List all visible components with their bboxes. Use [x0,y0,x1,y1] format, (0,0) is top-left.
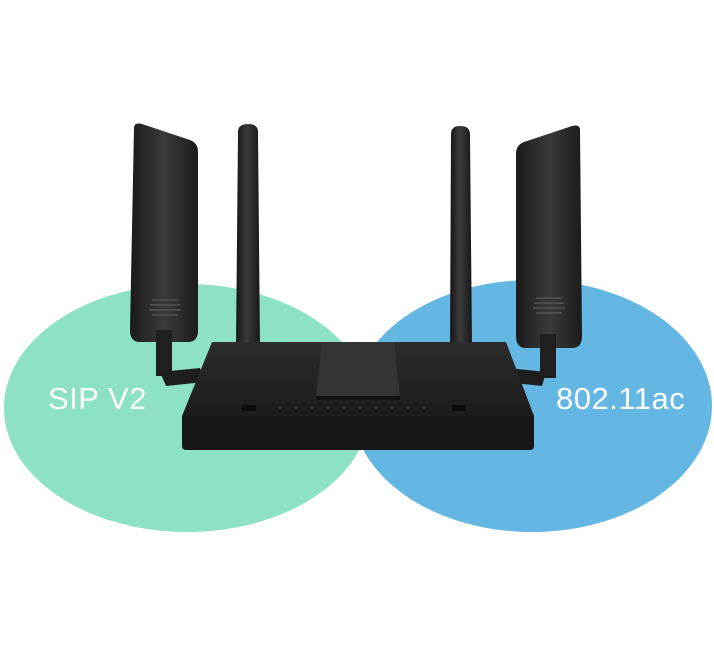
status-led-row [278,406,426,410]
right-paddle-antenna [504,125,582,386]
feature-label-sip: SIP V2 [48,381,147,416]
right-stick-antenna [450,126,472,348]
left-stick-antenna [236,124,260,348]
feature-label-wifi-standard: 802.11ac [556,381,686,416]
left-paddle-antenna [130,123,204,386]
router-body [182,342,534,450]
